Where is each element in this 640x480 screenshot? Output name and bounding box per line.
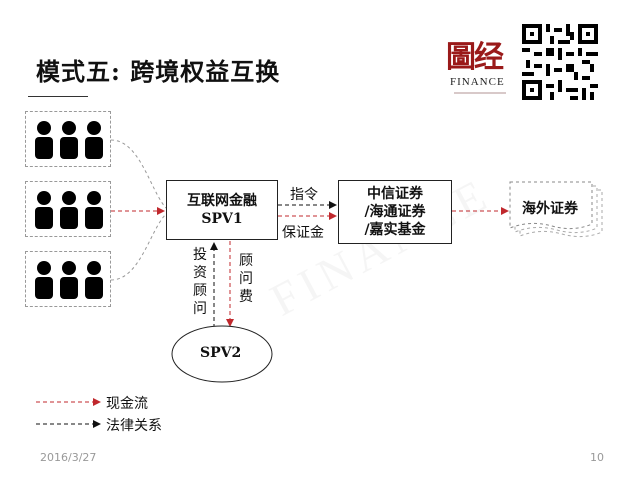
spv1-line2: SPV1 bbox=[201, 211, 243, 227]
person-icon bbox=[35, 121, 53, 159]
investment-advisor-label: 投资顾问 bbox=[193, 247, 207, 317]
person-icon bbox=[60, 121, 78, 159]
slide-date: 2016/3/27 bbox=[40, 451, 97, 464]
qr-code-icon bbox=[522, 24, 598, 100]
person-icon bbox=[85, 261, 103, 299]
broker-line3: /嘉实基金 bbox=[364, 222, 426, 238]
finance-logo: 圖经 FINANCE bbox=[442, 30, 518, 104]
broker-line1: 中信证券 bbox=[367, 186, 423, 202]
title-underline bbox=[28, 96, 88, 97]
overseas-securities-label: 海外证券 bbox=[522, 201, 578, 217]
spv2-label: SPV2 bbox=[200, 345, 242, 361]
person-icon bbox=[85, 191, 103, 229]
broker-line2: /海通证券 bbox=[364, 204, 426, 220]
logo-divider bbox=[454, 92, 506, 94]
instruction-label: 指令 bbox=[290, 187, 318, 203]
group3-to-spv1-curve bbox=[110, 213, 167, 281]
legend-legal-label: 法律关系 bbox=[106, 418, 162, 434]
person-icon bbox=[60, 191, 78, 229]
broker-node: 中信证券 /海通证券 /嘉实基金 bbox=[338, 180, 452, 244]
spv2-ellipse bbox=[171, 325, 273, 383]
margin-label: 保证金 bbox=[282, 225, 324, 241]
spv1-line1: 互联网金融 bbox=[187, 193, 257, 209]
person-icon bbox=[35, 191, 53, 229]
person-icon bbox=[60, 261, 78, 299]
legend-cashflow-label: 现金流 bbox=[106, 396, 148, 412]
person-icon bbox=[85, 121, 103, 159]
investor-group-1 bbox=[25, 111, 111, 167]
group1-to-spv1-curve bbox=[110, 139, 167, 209]
advisory-fee-label: 顾问费 bbox=[239, 253, 253, 305]
investor-group-3 bbox=[25, 251, 111, 307]
logo-text: FINANCE bbox=[450, 76, 505, 88]
person-icon bbox=[35, 261, 53, 299]
overseas-page-front bbox=[509, 181, 593, 230]
page-number: 10 bbox=[590, 451, 604, 464]
slide-title: 模式五: 跨境权益互换 bbox=[36, 57, 281, 86]
spv1-node: 互联网金融 SPV1 bbox=[166, 180, 278, 240]
investor-group-2 bbox=[25, 181, 111, 237]
